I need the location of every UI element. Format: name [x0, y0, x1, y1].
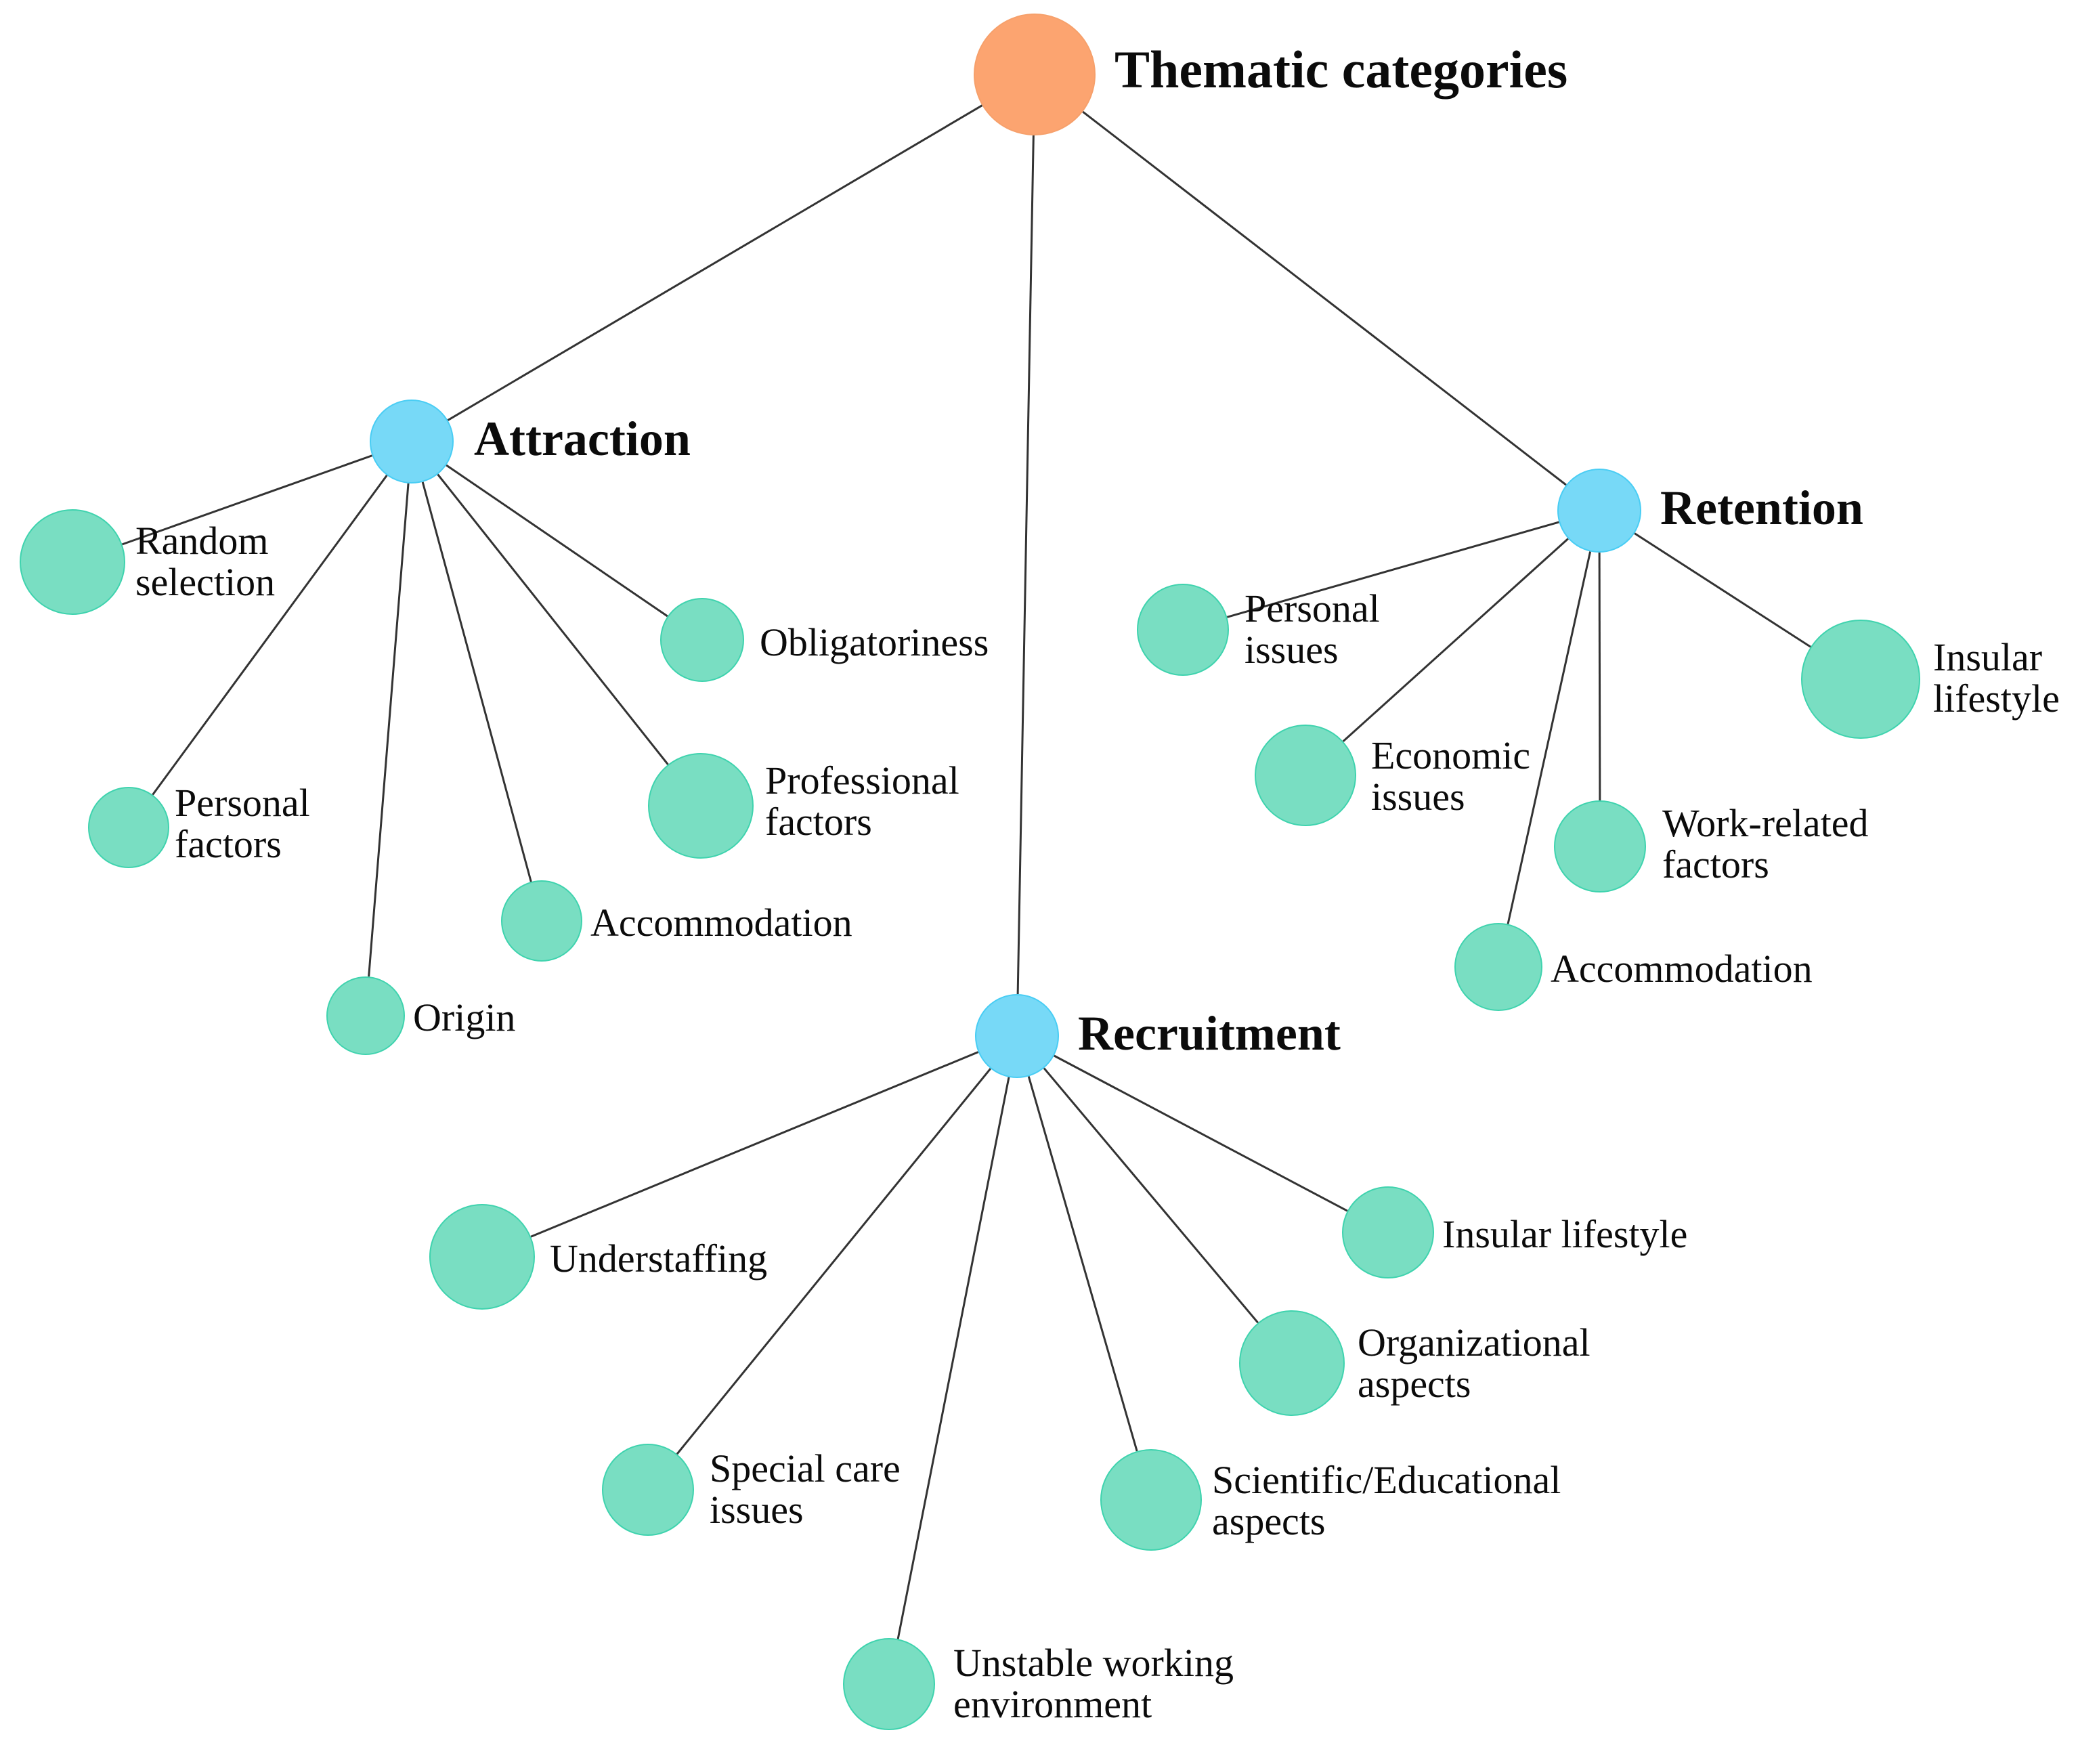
- edge-attraction-to-leaf-4: [437, 473, 669, 765]
- leaf-label-recruitment-2: Unstable working environment: [953, 1641, 1234, 1727]
- leaf-label-retention-3: Work-related factors: [1662, 801, 1869, 887]
- leaf-label-attraction-2: Origin: [413, 995, 516, 1039]
- edge-attraction-to-leaf-2: [368, 483, 410, 977]
- leaf-node-retention-0[interactable]: [1137, 584, 1229, 676]
- leaf-label-recruitment-1: Special care issues: [710, 1446, 901, 1532]
- leaf-label-attraction-5: Obligatoriness: [760, 620, 989, 664]
- leaf-label-recruitment-5: Insular lifestyle: [1442, 1212, 1688, 1256]
- edge-attraction-to-leaf-3: [421, 481, 532, 882]
- edge-recruitment-to-leaf-5: [1054, 1054, 1348, 1212]
- category-label-attraction: Attraction: [474, 412, 691, 466]
- leaf-node-recruitment-0[interactable]: [429, 1204, 535, 1310]
- category-label-retention: Retention: [1660, 481, 1863, 535]
- leaf-node-recruitment-2[interactable]: [843, 1638, 935, 1730]
- leaf-label-attraction-0: Random selection: [135, 519, 276, 605]
- leaf-node-recruitment-5[interactable]: [1342, 1186, 1434, 1278]
- root-node-label: Thematic categories: [1115, 40, 1568, 99]
- edge-root-to-attraction: [447, 104, 983, 421]
- leaf-node-attraction-5[interactable]: [660, 598, 744, 682]
- root-node-thematic-categories[interactable]: [974, 14, 1096, 135]
- edge-recruitment-to-leaf-3: [1027, 1076, 1138, 1452]
- leaf-label-recruitment-4: Organizational aspects: [1358, 1320, 1591, 1406]
- leaf-node-retention-2[interactable]: [1454, 923, 1542, 1011]
- category-node-attraction[interactable]: [370, 400, 454, 483]
- edge-retention-to-leaf-1: [1342, 538, 1569, 742]
- category-node-recruitment[interactable]: [975, 994, 1059, 1078]
- edge-attraction-to-leaf-0: [121, 454, 373, 546]
- edge-recruitment-to-leaf-0: [530, 1051, 979, 1238]
- edge-recruitment-to-leaf-2: [896, 1077, 1010, 1639]
- edge-retention-to-leaf-2: [1507, 551, 1592, 924]
- leaf-label-attraction-1: Personal factors: [175, 781, 310, 867]
- leaf-label-retention-0: Personal issues: [1245, 586, 1380, 672]
- edge-recruitment-to-leaf-1: [676, 1068, 992, 1455]
- leaf-label-recruitment-3: Scientific/Educational aspects: [1212, 1458, 1561, 1544]
- category-label-recruitment: Recruitment: [1078, 1006, 1341, 1060]
- edge-attraction-to-leaf-1: [152, 475, 388, 796]
- edge-recruitment-to-leaf-4: [1043, 1067, 1259, 1324]
- category-node-retention[interactable]: [1557, 469, 1641, 553]
- leaf-label-recruitment-0: Understaffing: [550, 1236, 768, 1281]
- leaf-label-retention-2: Accommodation: [1551, 947, 1813, 991]
- leaf-node-retention-4[interactable]: [1801, 620, 1920, 739]
- leaf-node-retention-3[interactable]: [1554, 800, 1646, 892]
- leaf-node-recruitment-1[interactable]: [602, 1444, 694, 1536]
- leaf-node-attraction-4[interactable]: [648, 753, 754, 859]
- edge-attraction-to-leaf-5: [446, 464, 668, 618]
- leaf-node-recruitment-3[interactable]: [1100, 1449, 1202, 1551]
- edge-retention-to-leaf-0: [1226, 521, 1559, 618]
- leaf-label-attraction-4: Professional factors: [765, 758, 959, 844]
- leaf-node-attraction-3[interactable]: [501, 880, 582, 962]
- edge-retention-to-leaf-3: [1598, 552, 1601, 801]
- leaf-label-retention-4: Insular lifestyle: [1933, 635, 2060, 721]
- leaf-node-recruitment-4[interactable]: [1239, 1310, 1345, 1416]
- leaf-label-attraction-3: Accommodation: [590, 901, 852, 945]
- edge-root-to-retention: [1082, 110, 1567, 486]
- leaf-node-attraction-0[interactable]: [20, 509, 125, 615]
- leaf-node-retention-1[interactable]: [1255, 725, 1356, 826]
- leaf-node-attraction-1[interactable]: [88, 787, 169, 868]
- leaf-label-retention-1: Economic issues: [1371, 733, 1531, 819]
- edge-retention-to-leaf-4: [1634, 532, 1811, 648]
- leaf-node-attraction-2[interactable]: [326, 976, 405, 1055]
- edge-root-to-recruitment: [1016, 135, 1035, 995]
